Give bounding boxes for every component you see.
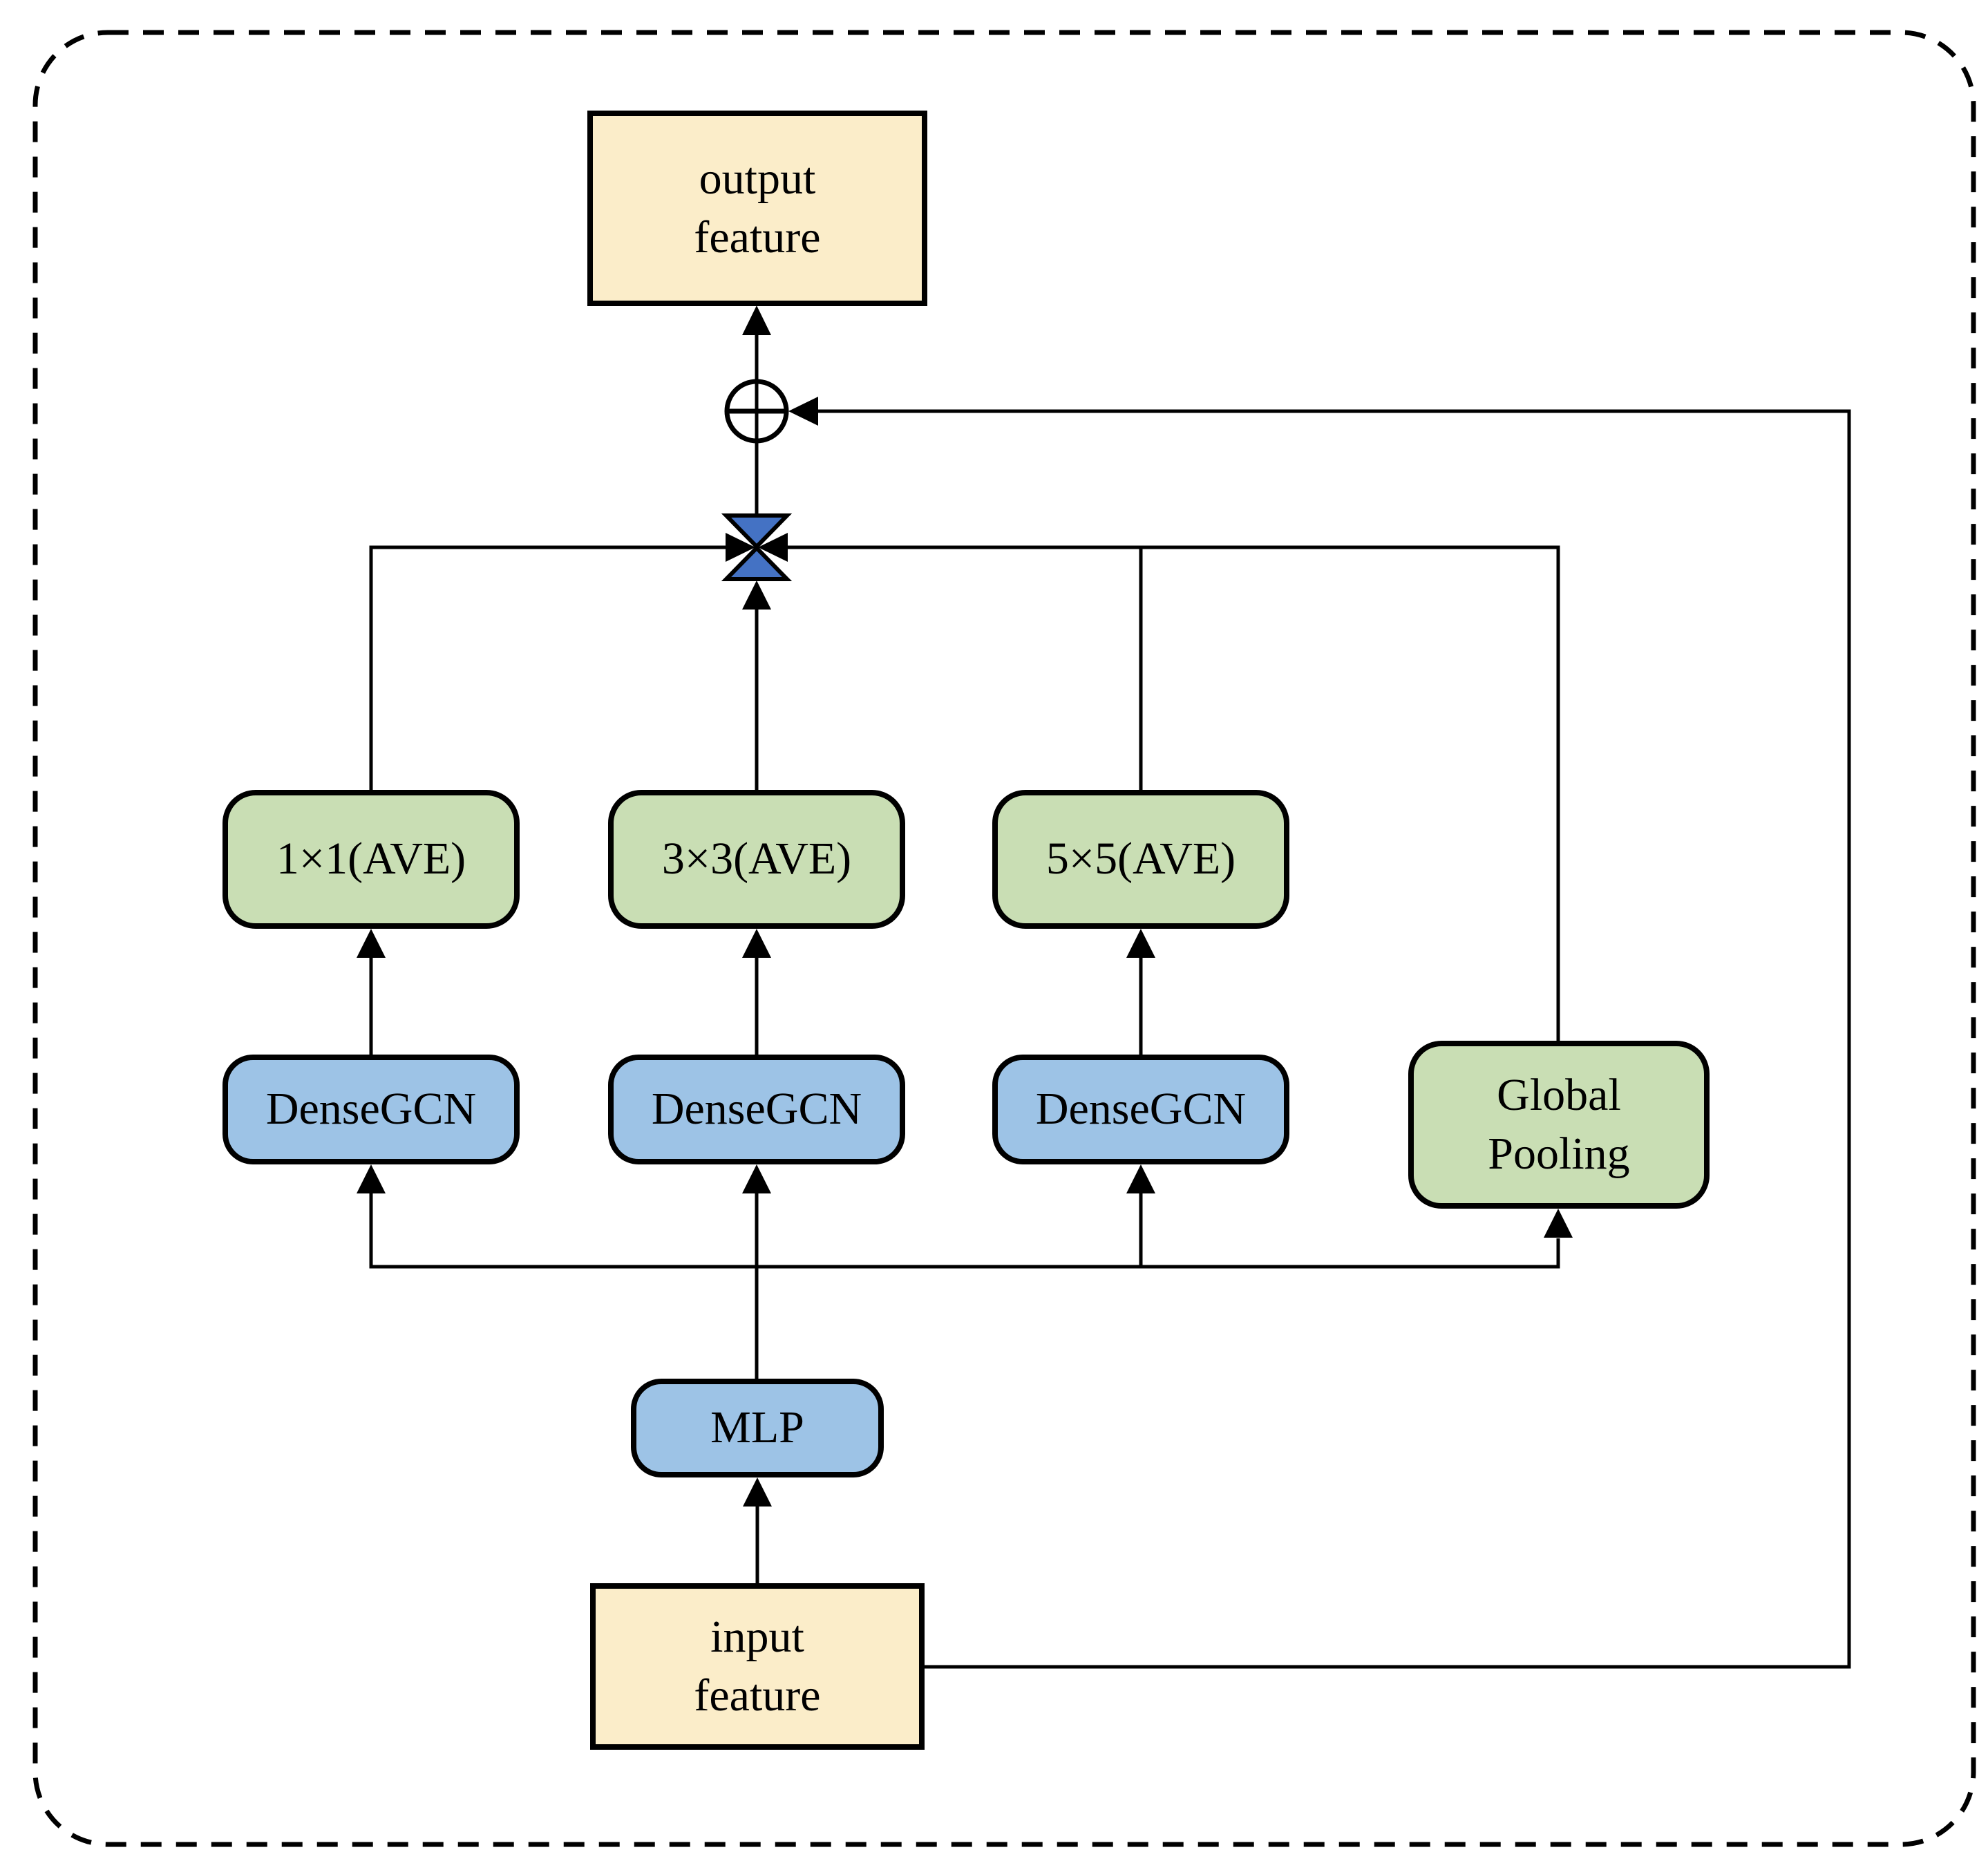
add-circle (724, 379, 789, 444)
concat-icon (721, 513, 793, 610)
arrowhead-into-ave3x3 (742, 929, 771, 958)
output-feature-box: output feature (587, 111, 927, 306)
global-pooling-label-line2: Pooling (1488, 1128, 1630, 1179)
output-feature-label-line2: feature (694, 211, 821, 263)
input-feature-label-line1: input (710, 1612, 804, 1663)
densegcn-left-label: DenseGCN (265, 1084, 477, 1135)
ave-3x3-label: 3×3(AVE) (661, 833, 852, 885)
ave-5x5-box: 5×5(AVE) (992, 790, 1289, 929)
arrowhead-into-ave1x1 (357, 929, 386, 958)
concat-right-branch-line (787, 545, 1560, 1042)
arrowhead-into-mlp (743, 1477, 772, 1507)
arrowhead-into-add (788, 397, 818, 426)
dashed-border (32, 30, 1976, 1847)
concat-hourglass-bottom (721, 545, 793, 581)
global-pooling-box: Global Pooling (1408, 1041, 1710, 1209)
densegcn-right-label: DenseGCN (1035, 1084, 1247, 1135)
ave-1x1-box: 1×1(AVE) (223, 790, 520, 929)
concat-left-arrowhead (726, 533, 755, 562)
mlp-label: MLP (710, 1402, 804, 1453)
global-pooling-label-line1: Global (1497, 1070, 1621, 1121)
arrowhead-into-output-feature (742, 305, 771, 335)
output-feature-label-line1: output (699, 153, 816, 205)
input-feature-label-line2: feature (694, 1670, 821, 1721)
concat-bottom-arrowhead (742, 580, 771, 610)
ave-1x1-label: 1×1(AVE) (276, 833, 466, 885)
arrowhead-into-densegcn2 (742, 1164, 771, 1193)
concat-right-arrowhead (758, 533, 788, 562)
ave-3x3-box: 3×3(AVE) (608, 790, 905, 929)
skip-connection-line (796, 409, 1851, 1669)
arrowhead-into-global-pooling (1544, 1209, 1573, 1238)
distribution-rail-line (369, 1193, 1560, 1269)
densegcn-mid-label: DenseGCN (651, 1084, 862, 1135)
ave-5x5-label: 5×5(AVE) (1045, 833, 1236, 885)
densegcn-mid-box: DenseGCN (608, 1055, 905, 1164)
input-feature-box: input feature (590, 1583, 925, 1750)
concat-hourglass-top (721, 513, 793, 550)
densegcn-right-box: DenseGCN (992, 1055, 1289, 1164)
ave1x1-to-concat-line (369, 545, 726, 791)
add-icon (724, 379, 789, 444)
arrowhead-into-densegcn3 (1126, 1164, 1155, 1193)
densegcn-left-box: DenseGCN (223, 1055, 520, 1164)
arrowhead-into-densegcn1 (357, 1164, 386, 1193)
arrowhead-into-ave5x5 (1126, 929, 1155, 958)
mlp-box: MLP (631, 1379, 884, 1477)
